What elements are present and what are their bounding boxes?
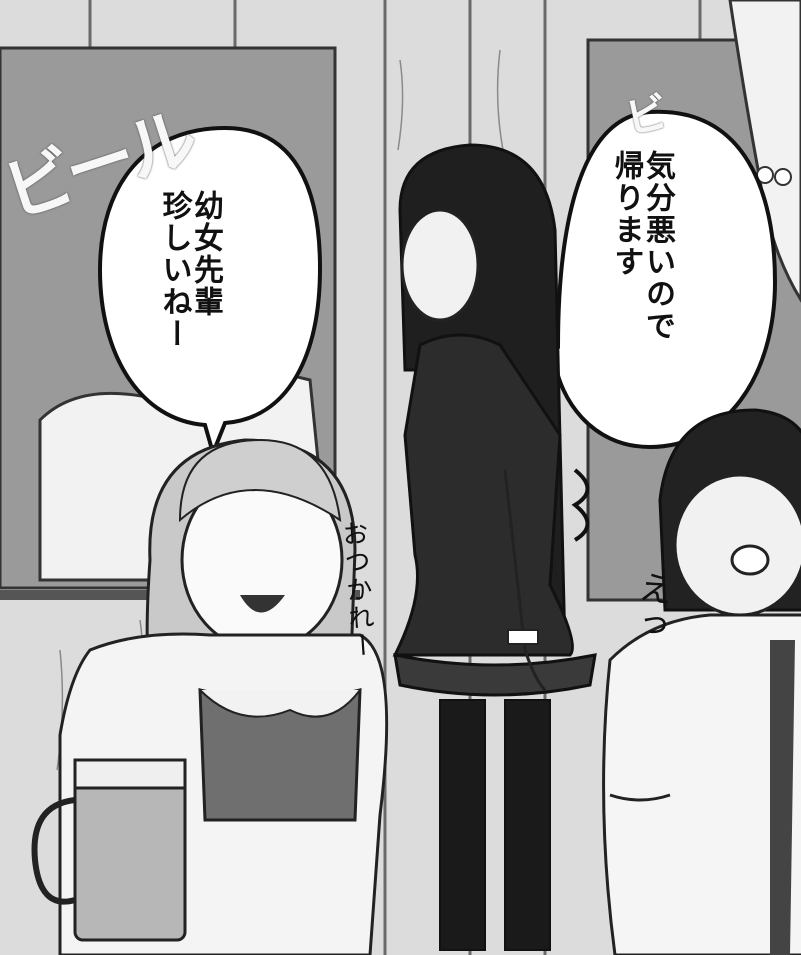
man-surprised (602, 408, 801, 955)
beer-mug (31, 758, 187, 942)
speech-bubble-right (535, 109, 778, 450)
girl-black-dress (392, 143, 597, 951)
speech-text-right: 気分悪いので 帰ります (608, 150, 676, 342)
speech-bubble-left (97, 125, 323, 460)
speech-text-left: 幼女先輩 珍しいねー (156, 190, 224, 350)
woman-with-beer (58, 438, 389, 955)
